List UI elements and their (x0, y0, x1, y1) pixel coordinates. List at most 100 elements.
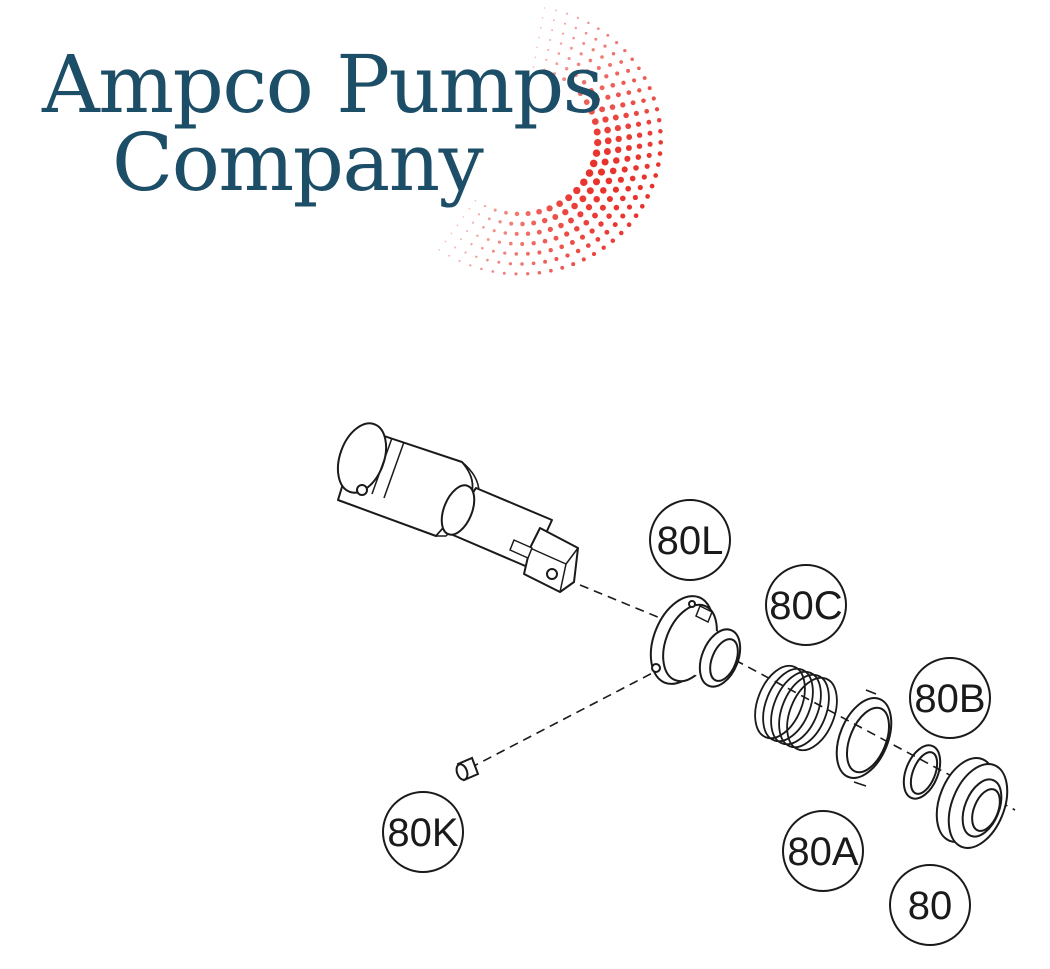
logo-dot (637, 88, 642, 93)
logo-dot (531, 220, 537, 226)
logo-dot (613, 204, 620, 211)
logo-dot (552, 72, 557, 76)
logo-dot (610, 82, 616, 88)
logo-dot (438, 249, 441, 251)
logo-dot (573, 186, 581, 195)
axis-main (734, 659, 1016, 811)
logo-dot (635, 121, 642, 127)
logo-dot (454, 246, 457, 249)
logo-dot (497, 240, 502, 244)
logo-dot (552, 214, 559, 220)
logo-dot (653, 173, 659, 178)
logo-dot (532, 66, 535, 68)
logo-dot (624, 155, 631, 162)
logo-dot (644, 163, 650, 169)
logo-dot (576, 62, 581, 67)
axis-shaft-to-sleeve (579, 584, 666, 621)
logo-dot (450, 232, 453, 235)
logo-dot (569, 240, 575, 245)
logo-dot (497, 260, 501, 264)
logo-dot (585, 243, 591, 248)
logo-dot (621, 80, 626, 86)
logo-dot (601, 245, 606, 250)
logo-dot (584, 31, 588, 35)
logo-dot (612, 114, 619, 121)
callout-80A: 80A (782, 810, 864, 892)
shaft-drive-hole (546, 568, 558, 580)
logo-dot (645, 194, 650, 199)
logo-dot (543, 68, 546, 71)
part-80-seal-seat (935, 757, 1009, 849)
logo-dot (639, 203, 645, 209)
logo-dot (514, 252, 519, 256)
assembly-axis-lines (469, 584, 1016, 811)
logo-dot (609, 104, 616, 110)
logo-dot (594, 138, 602, 147)
logo-dot (589, 159, 598, 168)
logo-dot (623, 112, 629, 119)
logo-dot (599, 204, 606, 211)
logo-dot (579, 234, 586, 240)
logo-dot (564, 22, 567, 25)
logo-dot (546, 205, 553, 212)
logo-dot (565, 12, 569, 15)
logo-dot (576, 16, 580, 20)
logo-dot (548, 247, 553, 253)
logo-dot (540, 26, 542, 29)
logo-dot (568, 217, 574, 224)
logo-dot (592, 178, 601, 186)
logo-dot (583, 219, 590, 226)
logo-dot (601, 158, 609, 166)
logo-dot (637, 184, 643, 191)
logo-dot (613, 157, 620, 164)
logo-dot (575, 248, 581, 254)
callout-80-label: 80 (908, 884, 953, 928)
logo-dot (553, 19, 555, 22)
logo-dot (569, 46, 573, 50)
logo-dot (633, 165, 639, 171)
logo-dot (582, 42, 586, 45)
logo-dot (491, 249, 495, 253)
company-logo: Ampco Pumps Company (41, 7, 663, 276)
logo-dot (545, 58, 548, 61)
logo-dot (608, 62, 612, 67)
logo-dot (588, 87, 594, 94)
logo-dot (591, 48, 595, 52)
logo-dot (592, 149, 601, 157)
logo-dot (630, 57, 634, 61)
callout-80A-label: 80A (787, 830, 858, 874)
logo-dot (498, 220, 502, 224)
logo-dot (619, 60, 624, 64)
logo-dot (487, 217, 491, 221)
logo-dot (657, 151, 663, 156)
logo-dot (557, 52, 561, 55)
logo-dot (551, 29, 554, 32)
logo-dot (514, 211, 520, 217)
logo-dot (547, 226, 553, 233)
logo-dot (559, 42, 563, 45)
logo-dot (596, 27, 600, 31)
logo-dot (587, 21, 590, 25)
logo-dot (593, 76, 598, 82)
logo-dot (610, 238, 616, 243)
logo-dot (588, 58, 593, 63)
logo-dot (605, 94, 611, 100)
logo-dot (538, 36, 540, 39)
logo-dot (615, 71, 620, 76)
logo-dot (541, 217, 548, 224)
part-80A-seal-ring (835, 689, 893, 787)
logo-dot (543, 259, 548, 264)
logo-dot (588, 108, 595, 115)
axis-setscrew (469, 667, 663, 769)
logo-dot (562, 77, 566, 81)
logo-dot (615, 135, 622, 143)
logo-dot (619, 195, 626, 202)
logo-dot (625, 145, 632, 151)
logo-dot (514, 272, 518, 276)
logo-dot (565, 194, 573, 202)
logo-dot (536, 208, 542, 215)
logo-dot (596, 66, 601, 70)
logo-dot (536, 229, 542, 235)
logo-dot (514, 231, 519, 236)
logo-dot (598, 221, 604, 227)
